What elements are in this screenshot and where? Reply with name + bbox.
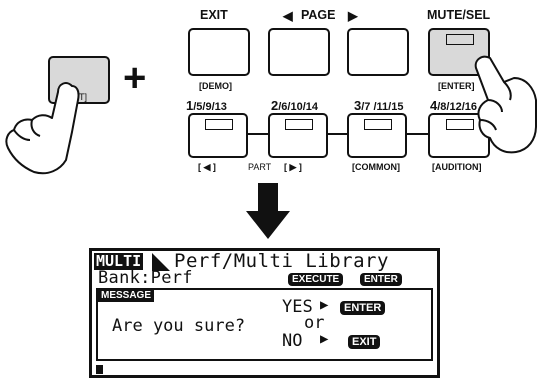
- audition-label: [AUDITION]: [432, 162, 482, 172]
- enter-chip: ENTER: [360, 273, 402, 286]
- down-arrow-icon: [246, 183, 290, 239]
- bank-field: Bank:Perf: [98, 268, 193, 288]
- mute-sel-label: MUTE/SEL: [427, 8, 491, 22]
- confirm-question: Are you sure?: [112, 316, 246, 336]
- no-arrow: ▶: [320, 331, 329, 347]
- demo-label: [DEMO]: [199, 81, 232, 91]
- yes-option: YES: [282, 297, 313, 317]
- part-2-button[interactable]: [268, 113, 328, 158]
- right-hand-icon: [474, 55, 537, 154]
- part-2-led: [285, 119, 313, 130]
- key-connector-line: [240, 133, 440, 135]
- or-text: or: [304, 313, 325, 333]
- mute-sel-button[interactable]: [428, 28, 490, 76]
- part-label: PART: [248, 162, 272, 172]
- part-4-led: [446, 119, 474, 130]
- lcd-screen: MULTI Perf/Multi Library Bank:Perf EXECU…: [89, 248, 440, 378]
- page-right-button[interactable]: [347, 28, 409, 76]
- page-left-arrow: ◀: [283, 9, 293, 23]
- message-tab: MESSAGE: [98, 290, 155, 302]
- exit-label: EXIT: [200, 8, 228, 22]
- mode-tab-corner-icon: [152, 253, 170, 271]
- number-2-label: 2/6/10/14: [271, 98, 318, 113]
- no-option: NO: [282, 331, 303, 351]
- cursor-indicator: [96, 365, 103, 374]
- part-left-label: [ ◀ ]: [198, 162, 216, 172]
- left-hand-icon: [5, 82, 80, 175]
- number-3-label: 3/7 /11/15: [354, 98, 404, 113]
- message-box: MESSAGE Are you sure? YES ▶ ENTER or NO …: [96, 288, 433, 361]
- execute-chip: EXECUTE: [288, 273, 344, 286]
- part-right-label: [ ▶ ]: [284, 162, 302, 172]
- number-1-label: 1/5/9/13: [186, 98, 227, 113]
- page-label: PAGE: [301, 8, 336, 22]
- common-label: [COMMON]: [352, 162, 400, 172]
- mode-tab: MULTI: [94, 252, 144, 270]
- part-3-led: [364, 119, 392, 130]
- part-1-button[interactable]: [188, 113, 248, 158]
- no-exit-button: EXIT: [348, 335, 381, 349]
- part-1-led: [205, 119, 233, 130]
- mute-sel-led: [446, 34, 474, 45]
- plus-sign: +: [123, 56, 147, 100]
- exit-button[interactable]: [188, 28, 250, 76]
- page-right-arrow: ▶: [348, 9, 358, 23]
- part-3-button[interactable]: [347, 113, 407, 158]
- screen-title: Perf/Multi Library: [174, 250, 389, 272]
- yes-enter-button: ENTER: [340, 301, 386, 315]
- enter-label: [ENTER]: [438, 81, 475, 91]
- number-4-label: 4/8/12/16: [430, 98, 477, 113]
- yes-arrow: ▶: [320, 297, 329, 313]
- page-left-button[interactable]: [268, 28, 330, 76]
